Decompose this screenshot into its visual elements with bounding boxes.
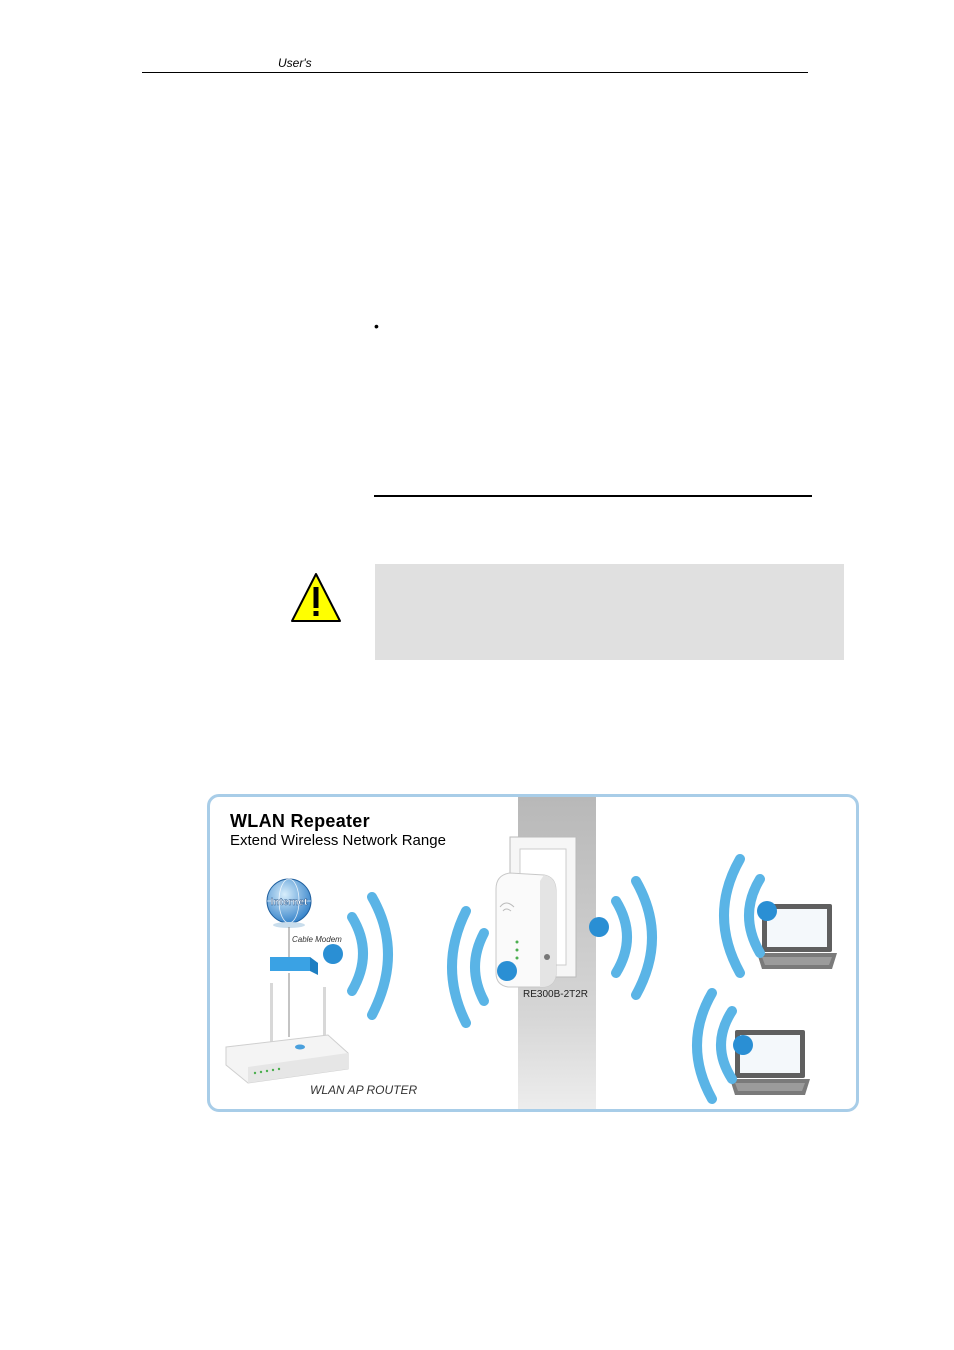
router-signal-dot	[323, 944, 343, 964]
section-rule	[374, 495, 812, 497]
repeater-wifi-waves-right	[611, 876, 657, 1000]
diagram-graphics: Internet	[225, 797, 837, 1109]
cable-modem-icon	[270, 957, 318, 975]
laptop-top-wifi-waves	[719, 854, 765, 978]
router-label: WLAN AP ROUTER	[310, 1083, 418, 1097]
warning-icon	[291, 573, 341, 622]
bullet-point: •	[374, 318, 379, 334]
internet-label: Internet	[271, 897, 308, 908]
repeater-wifi-waves-left	[447, 906, 489, 1028]
router-wifi-waves	[347, 892, 393, 1020]
repeater-label: RE300B-2T2R	[523, 989, 589, 1000]
wlan-repeater-diagram: Internet	[207, 794, 859, 1112]
repeater-device	[495, 872, 557, 988]
repeater-signal-dot-right	[589, 917, 609, 937]
note-box	[375, 564, 844, 660]
laptop-bottom-wifi-waves	[692, 988, 737, 1104]
diagram-title: WLAN Repeater	[230, 811, 370, 831]
internet-globe-icon: Internet	[266, 878, 312, 928]
router-icon	[225, 983, 349, 1084]
laptop-bottom-signal-dot	[733, 1035, 753, 1055]
repeater-signal-dot-left	[497, 961, 517, 981]
laptop-top-signal-dot	[757, 901, 777, 921]
cable-modem-label: Cable Modem	[292, 935, 342, 944]
diagram-subtitle: Extend Wireless Network Range	[230, 832, 446, 849]
page-header: User's	[278, 56, 312, 70]
laptop-icon-top	[757, 904, 837, 969]
header-rule	[142, 72, 808, 73]
